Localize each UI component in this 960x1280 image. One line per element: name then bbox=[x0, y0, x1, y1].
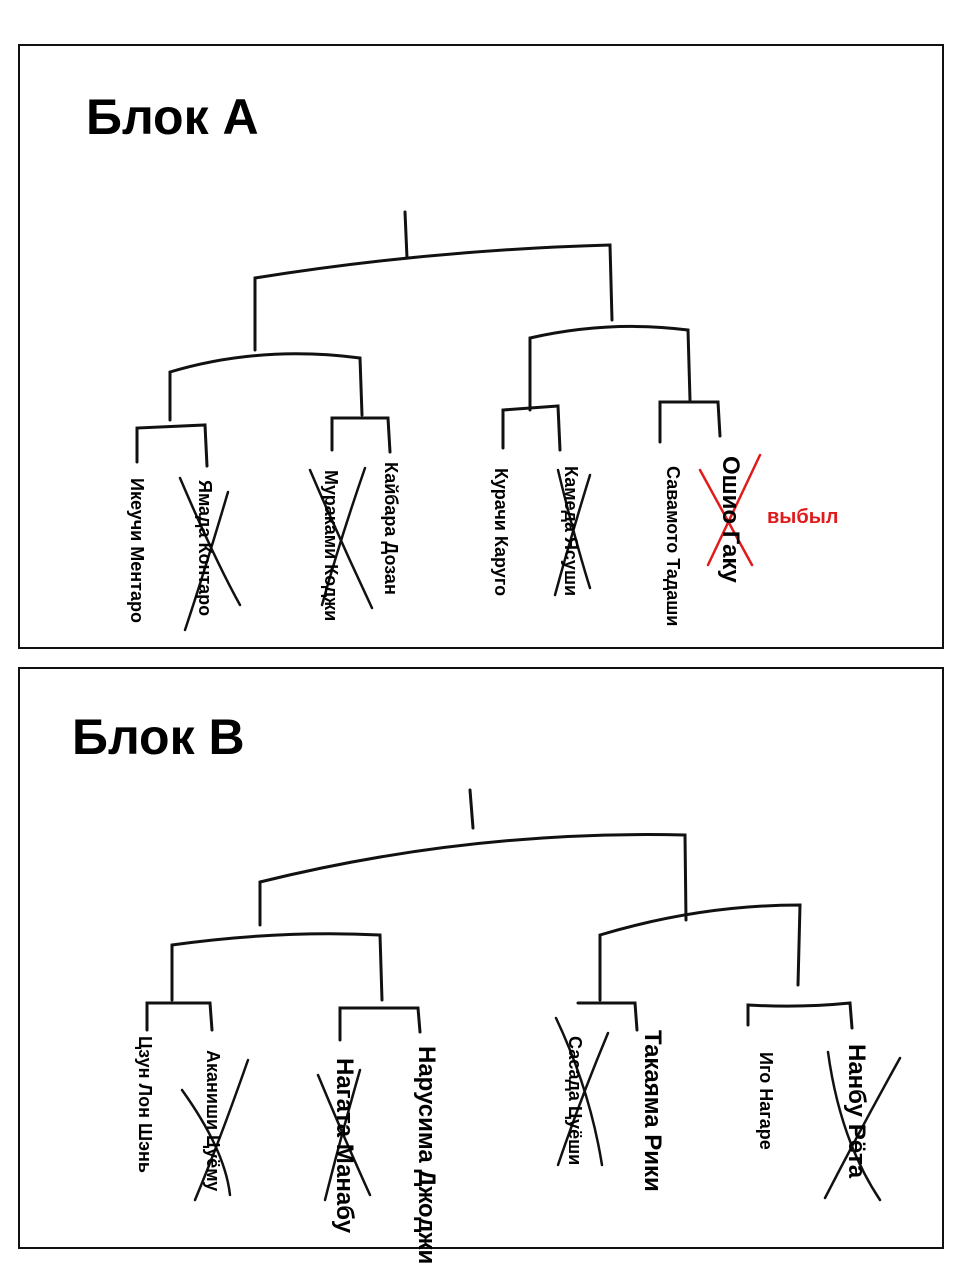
block-a-title: Блок A bbox=[86, 89, 259, 145]
participant-a8: Ошио Гаку bbox=[717, 456, 744, 583]
bracket-a bbox=[135, 210, 722, 468]
participant-a4: Кайбара Дозан bbox=[381, 462, 401, 595]
participant-a2: Ямада Контаро bbox=[195, 480, 215, 617]
participant-a1: Икеучи Ментаро bbox=[127, 478, 147, 623]
block-a-panel bbox=[18, 44, 944, 649]
participant-a3: Мураками Коджи bbox=[321, 470, 341, 622]
bracket-b bbox=[145, 788, 854, 1042]
elimination-crosses bbox=[178, 453, 902, 1202]
participant-a6: Камеда Ясуши bbox=[561, 466, 581, 597]
participant-b4: Нарусима Джоджи bbox=[413, 1046, 440, 1265]
participant-b8: Нанбу Рёта bbox=[843, 1044, 870, 1179]
participant-b2: Аканиши Цуёму bbox=[203, 1050, 223, 1192]
participant-b5: Сасада Цуёши bbox=[565, 1036, 585, 1166]
participant-b3: Нагата Манабу bbox=[331, 1058, 358, 1234]
participant-a5: Курачи Каруго bbox=[491, 468, 511, 597]
participant-b1: Цзун Лон Шэнь bbox=[135, 1036, 155, 1173]
withdrawn-label: выбыл bbox=[767, 506, 839, 528]
participant-b6: Такаяма Рики bbox=[639, 1030, 666, 1192]
participant-a7: Савамото Тадаши bbox=[663, 466, 683, 627]
participant-b7: Иго Нагаре bbox=[756, 1052, 776, 1150]
block-b-title: Блок B bbox=[72, 709, 245, 765]
